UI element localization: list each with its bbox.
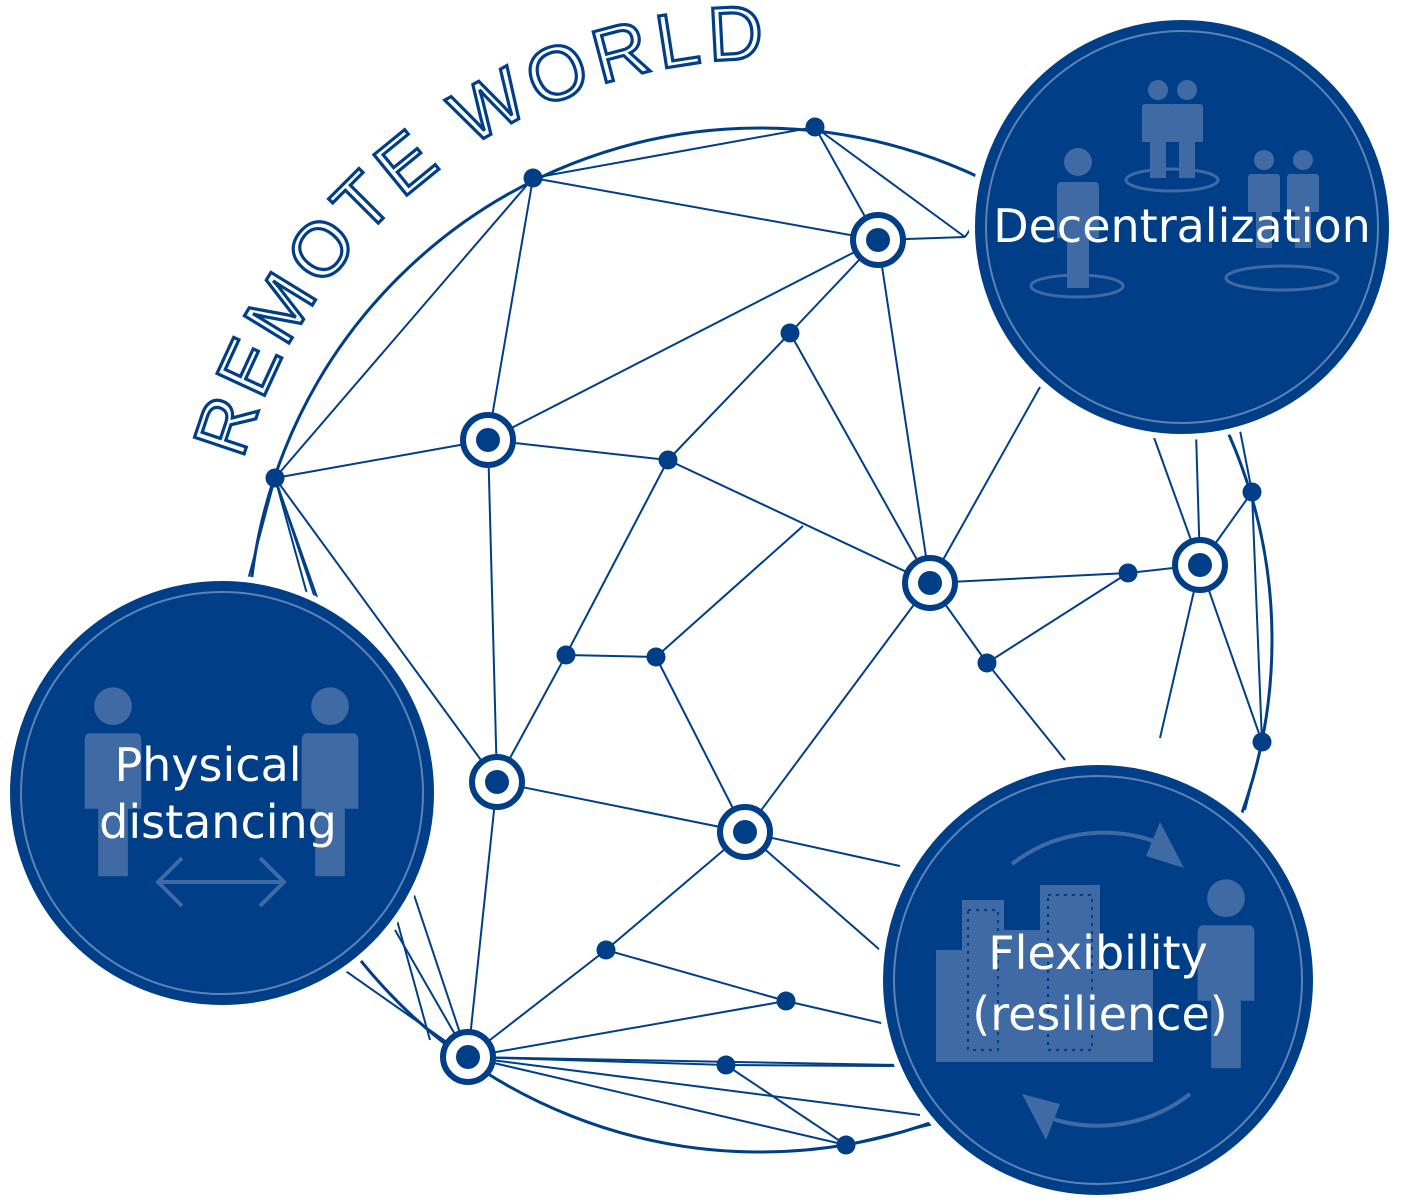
two-people-apart-icon [84,687,359,908]
network-globe-icon [246,117,1274,1155]
double-arrow-icon [155,856,287,908]
network-node [1252,732,1272,752]
network-hub-node [717,804,773,860]
decentralization-circle [969,14,1395,440]
network-hub-node [469,754,525,810]
network-node [716,1055,736,1075]
flexibility-label-line2: (resilience) [972,987,1227,1041]
network-edge [467,1056,921,1116]
network-hub-node [1172,537,1228,593]
network-node [780,323,800,343]
network-edge [496,781,746,833]
network-edge [655,656,746,833]
network-edge [744,582,931,833]
network-edge [725,1064,847,1146]
network-edge [487,439,669,461]
network-node [556,645,576,665]
decentralization-ring [985,30,1379,424]
network-edge [877,239,931,584]
network-edge [655,525,804,658]
network-edge [274,477,498,783]
network-edge [605,949,787,1002]
network-edge [565,654,657,658]
network-node [836,1135,856,1155]
physical-distancing-ring [20,591,424,995]
network-hub-node [902,555,958,611]
network-hub-node [440,1029,496,1085]
network-edge [467,1000,787,1058]
network-edge [789,332,931,584]
diagram-title: REMOTE WORLD [178,0,772,465]
physical-distancing-label-line2: distancing [99,795,337,849]
network-edge [487,439,498,783]
network-edges [247,126,1263,1146]
network-edge [1159,564,1201,739]
network-edge [929,572,1129,584]
network-node [265,468,285,488]
network-node [646,647,666,667]
network-node [977,653,997,673]
network-edge [1244,741,1263,811]
network-edge [532,126,816,179]
network-node [658,450,678,470]
network-edge [785,1000,891,1026]
network-edge [467,1056,901,1066]
decentralization-concept: Decentralization [969,14,1395,440]
network-hub-node [850,212,906,268]
network-edge [487,177,534,441]
network-edge [667,459,931,584]
physical-distancing-concept: Physical distancing [4,575,440,1011]
network-edge [467,781,498,1058]
network-edge [487,239,879,441]
network-edge [725,1064,901,1067]
network-edge [605,831,746,951]
decentralization-label: Decentralization [993,199,1371,253]
network-node [1118,563,1138,583]
network-edge [467,1056,847,1146]
flexibility-label-line1: Flexibility [988,926,1208,980]
people-groups-icon [1029,80,1340,299]
network-node [523,168,543,188]
network-edge [744,831,881,951]
physical-distancing-circle [4,575,440,1011]
network-node [776,991,796,1011]
network-edge [1237,419,1253,493]
network-edge [532,177,879,241]
city-person-cycle-icon [936,822,1255,1140]
flexibility-concept: Flexibility (resilience) [877,759,1319,1200]
network-edge [667,332,791,461]
network-edge [929,386,1041,584]
network-node [596,940,616,960]
network-edge [329,959,469,1058]
network-hub-node [460,412,516,468]
network-edge [1199,564,1263,743]
network-edge [1251,491,1263,743]
physical-distancing-label-line1: Physical [114,738,301,792]
flexibility-ring [893,775,1303,1185]
network-node [1242,482,1262,502]
network-edge [467,949,607,1058]
network-edge [986,662,1066,761]
network-nodes [265,117,1272,1155]
diagram-title-text: REMOTE WORLD [176,0,766,467]
network-edge [986,572,1129,664]
network-edge [247,477,276,581]
network-edge [814,126,966,238]
network-edge [565,459,669,656]
network-edge [274,177,534,479]
network-edge [274,477,319,601]
network-node [805,117,825,137]
network-edge [274,439,489,479]
